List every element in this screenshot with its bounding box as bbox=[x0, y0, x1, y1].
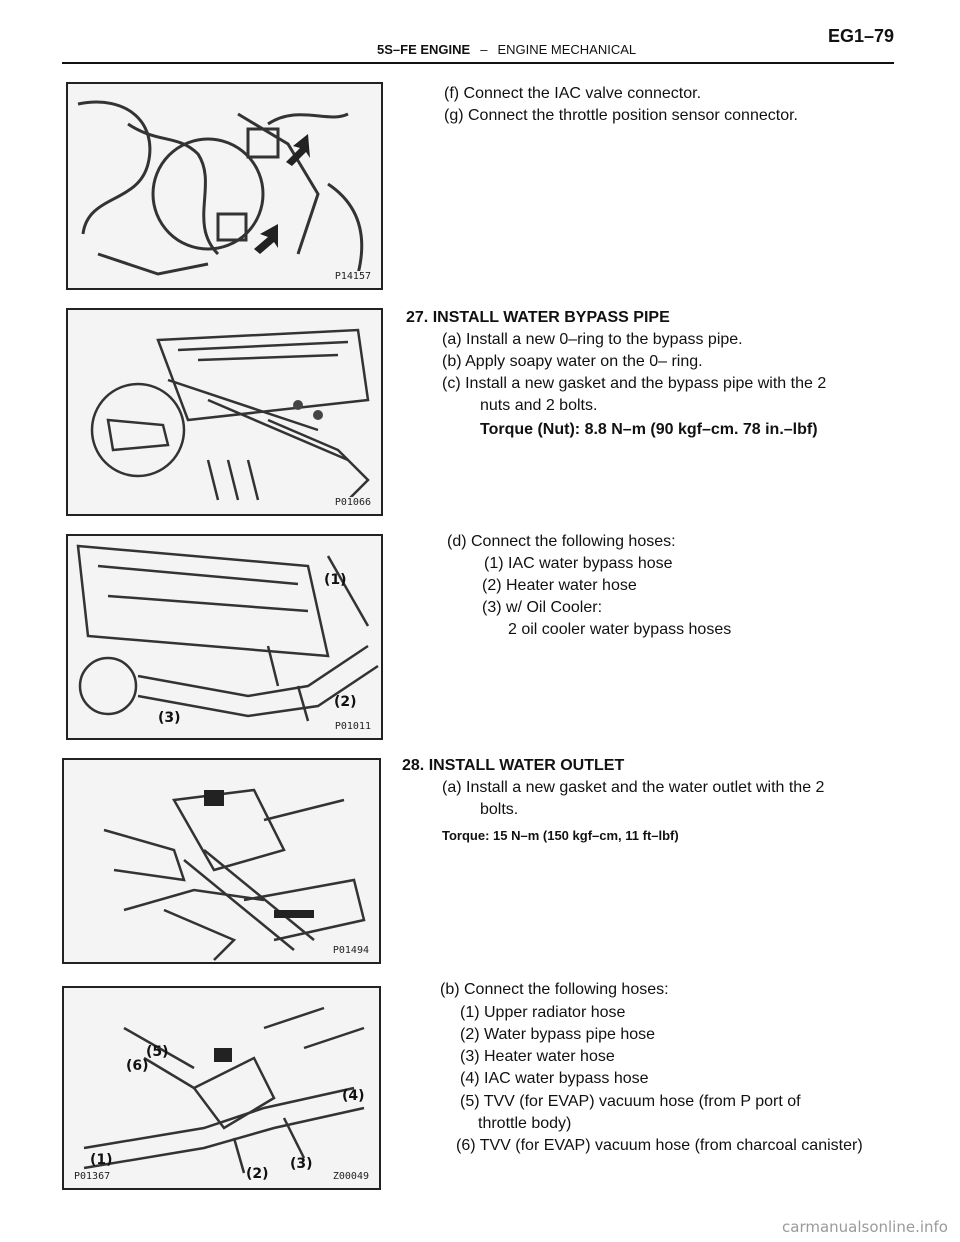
figure-code: P01066 bbox=[332, 497, 373, 508]
figure-water-outlet: P01494 bbox=[62, 758, 381, 964]
callout-2: (2) bbox=[334, 694, 357, 710]
hose-28-3: (3) Heater water hose bbox=[460, 1048, 615, 1065]
hose-28-5-line1: (5) TVV (for EVAP) vacuum hose (from P p… bbox=[460, 1093, 801, 1110]
figure-code: P14157 bbox=[332, 271, 373, 282]
header-section: ENGINE MECHANICAL bbox=[497, 42, 637, 57]
hose-27-3: (3) w/ Oil Cooler: bbox=[482, 599, 603, 616]
hose-27-3-detail: 2 oil cooler water bypass hoses bbox=[508, 621, 732, 638]
torque-spec-27: Torque (Nut): 8.8 N–m (90 kgf–cm. 78 in.… bbox=[480, 421, 818, 438]
figure-code: P01494 bbox=[330, 945, 371, 956]
callout-4: (4) bbox=[342, 1088, 365, 1104]
step-27c-line2: nuts and 2 bolts. bbox=[480, 397, 598, 414]
step-28a-line2: bolts. bbox=[480, 801, 519, 818]
header-left: 5S–FE ENGINE–ENGINE MECHANICAL bbox=[377, 42, 636, 57]
section-27-heading: 27. INSTALL WATER BYPASS PIPE bbox=[406, 309, 670, 326]
torque-spec-28: Torque: 15 N–m (150 kgf–cm, 11 ft–lbf) bbox=[442, 828, 679, 843]
step-28a-line1: (a) Install a new gasket and the water o… bbox=[442, 779, 825, 796]
hose-28-2: (2) Water bypass pipe hose bbox=[460, 1026, 656, 1043]
figure-outlet-hoses: (1) (2) (3) (4) (5) (6) P01367 Z00049 bbox=[62, 986, 381, 1190]
callout-2: (2) bbox=[246, 1166, 269, 1182]
figure-illustration bbox=[76, 544, 379, 722]
callout-3: (3) bbox=[290, 1156, 313, 1172]
step-27b: (b) Apply soapy water on the 0– ring. bbox=[442, 353, 703, 370]
callout-3: (3) bbox=[158, 710, 181, 726]
figure-code-secondary: P01367 bbox=[72, 1171, 113, 1182]
figure-code: P01011 bbox=[332, 721, 373, 732]
step-27c-line1: (c) Install a new gasket and the bypass … bbox=[442, 375, 827, 392]
step-27d: (d) Connect the following hoses: bbox=[447, 533, 676, 550]
figure-illustration bbox=[77, 100, 364, 276]
header-separator: – bbox=[480, 42, 488, 57]
hose-28-1: (1) Upper radiator hose bbox=[460, 1004, 626, 1021]
hose-28-5-line2: throttle body) bbox=[478, 1115, 572, 1132]
figure-bypass-pipe: P01066 bbox=[66, 308, 383, 516]
figure-illustration bbox=[83, 1006, 365, 1174]
section-28-heading: 28. INSTALL WATER OUTLET bbox=[402, 757, 625, 774]
figure-iac-connectors: P14157 bbox=[66, 82, 383, 290]
hose-28-4: (4) IAC water bypass hose bbox=[460, 1070, 649, 1087]
callout-6: (6) bbox=[126, 1058, 149, 1074]
step-f: (f) Connect the IAC valve connector. bbox=[444, 85, 702, 102]
callout-1: (1) bbox=[90, 1152, 113, 1168]
figure-illustration bbox=[103, 788, 366, 961]
hose-27-2: (2) Heater water hose bbox=[482, 577, 637, 594]
figure-illustration bbox=[90, 328, 370, 501]
page-header: 5S–FE ENGINE–ENGINE MECHANICAL EG1–79 bbox=[62, 22, 894, 64]
figure-bypass-hoses: (1) (2) (3) P01011 bbox=[66, 534, 383, 740]
hose-28-6: (6) TVV (for EVAP) vacuum hose (from cha… bbox=[456, 1137, 863, 1154]
step-g: (g) Connect the throttle position sensor… bbox=[444, 107, 798, 124]
callout-1: (1) bbox=[324, 572, 347, 588]
figure-code: Z00049 bbox=[330, 1171, 371, 1182]
hose-27-1: (1) IAC water bypass hose bbox=[484, 555, 673, 572]
header-engine: 5S–FE ENGINE bbox=[377, 42, 471, 57]
step-27a: (a) Install a new 0–ring to the bypass p… bbox=[442, 331, 743, 348]
callout-5: (5) bbox=[146, 1044, 169, 1060]
watermark: carmanualsonline.info bbox=[782, 1218, 948, 1236]
page-number: EG1–79 bbox=[827, 26, 894, 46]
step-28b: (b) Connect the following hoses: bbox=[440, 981, 669, 998]
